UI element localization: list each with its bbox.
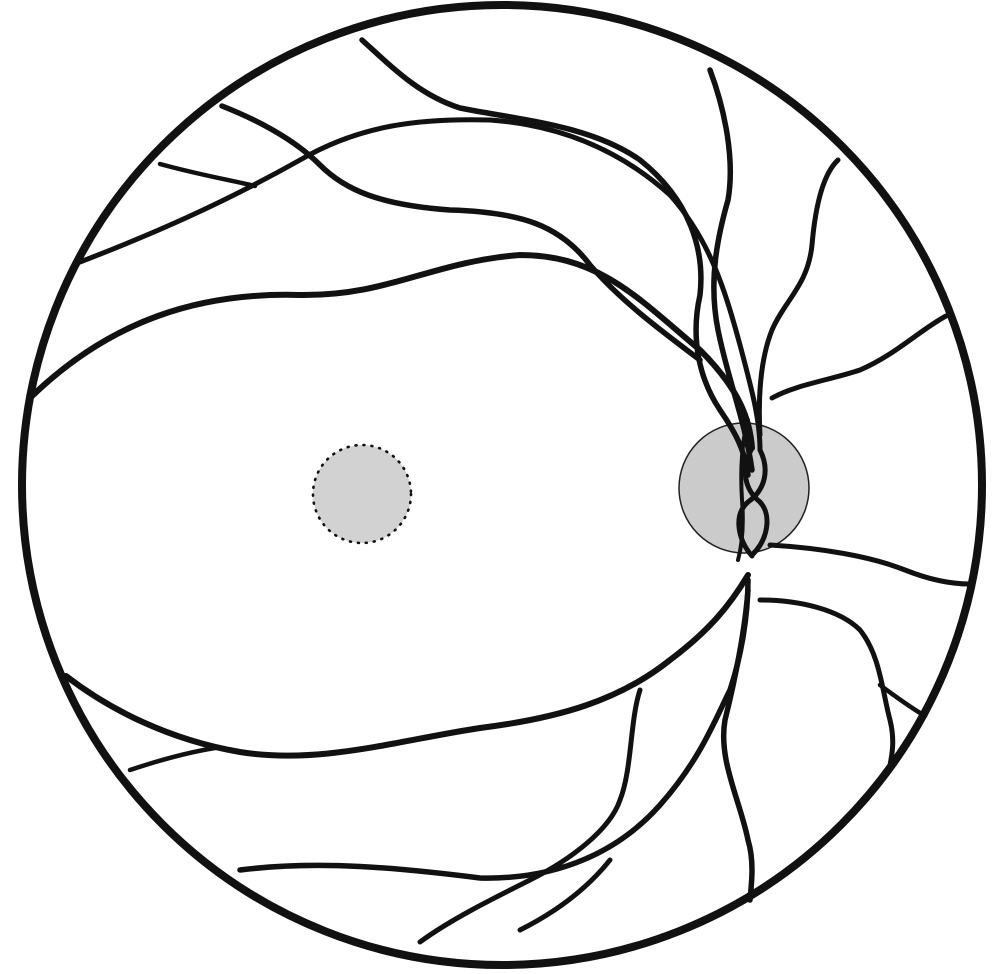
vessel-inferior-nasal (720, 587, 755, 903)
vessel-lower-right-1 (757, 597, 896, 768)
vessel-right-branch (769, 313, 949, 401)
macula (311, 443, 413, 545)
vessel-inferior-arcade (63, 572, 751, 759)
vessel-disc-twist-a (742, 445, 770, 558)
retina-boundary (18, 1, 986, 969)
vessel-inferior-branch-1 (417, 687, 643, 945)
vessel-upper-left-branch (77, 117, 763, 453)
vessel-disc-twist-c (736, 418, 750, 562)
blood-vessel-tree (27, 37, 973, 945)
vessel-upper-right-branch (756, 157, 841, 438)
vessel-top-left-twig (157, 161, 258, 189)
vessel-inferior-branch-2 (517, 857, 613, 933)
vessel-upper-branch (219, 103, 703, 363)
vessel-superior-arcade (27, 252, 755, 451)
vessel-superior-nasal (359, 37, 751, 478)
vessel-lower-left-twig (127, 745, 218, 773)
vessel-top-right (707, 67, 755, 473)
vessel-lower-right-3 (767, 542, 973, 587)
